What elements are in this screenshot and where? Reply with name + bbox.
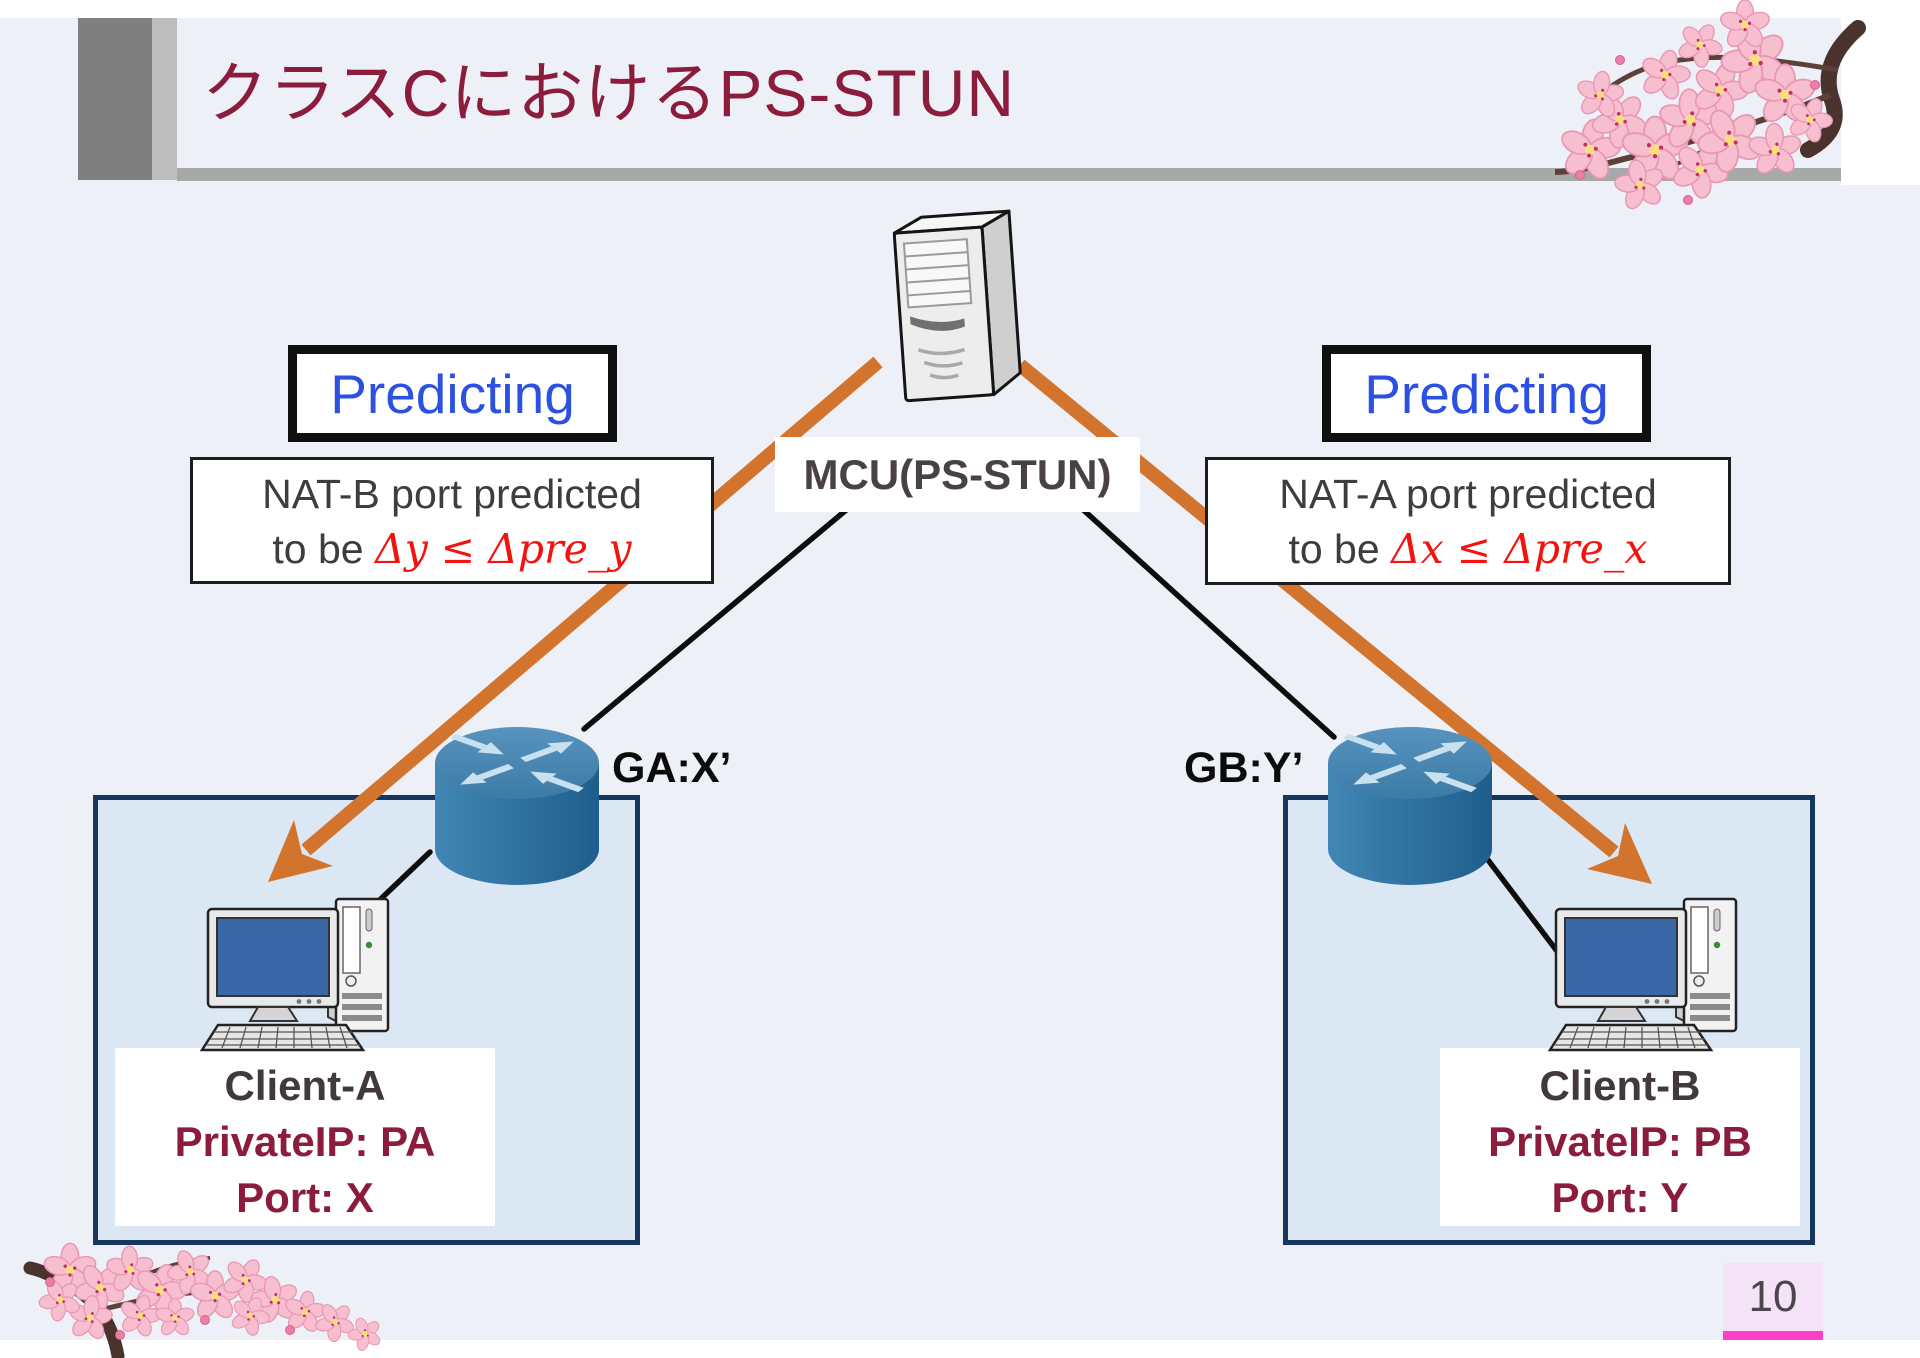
nat-a-prediction-note: NAT-A port predicted to be Δx ≤ Δpre_x xyxy=(1205,457,1731,585)
client-b-name: Client-B xyxy=(1539,1062,1701,1109)
header-right-margin xyxy=(1841,0,1920,185)
client-b-port: Port: Y xyxy=(1551,1174,1689,1221)
client-a-info-label: Client-A PrivateIP: PA Port: X xyxy=(115,1048,495,1226)
client-a-port: Port: X xyxy=(236,1174,374,1221)
title-accent-light-bar xyxy=(152,18,177,180)
mcu-server-label: MCU(PS-STUN) xyxy=(775,437,1140,512)
client-a-private-ip: PrivateIP: PA xyxy=(174,1118,436,1165)
predicting-box-left: Predicting xyxy=(288,345,617,442)
client-b-private-ip: PrivateIP: PB xyxy=(1488,1118,1752,1165)
title-accent-dark-bar xyxy=(78,18,152,180)
gateway-label-left: GA:X’ xyxy=(612,744,732,792)
predicting-box-right: Predicting xyxy=(1322,345,1651,442)
page-title: クラスCにおけるPS-STUN xyxy=(202,56,1016,130)
nat-b-note-line1: NAT-B port predicted xyxy=(262,471,642,517)
gateway-label-right: GB:Y’ xyxy=(1184,744,1304,792)
page-number-badge: 10 xyxy=(1723,1263,1823,1340)
nat-b-prediction-note: NAT-B port predicted to be Δy ≤ Δpre_y xyxy=(190,457,714,584)
title-underline xyxy=(177,168,1841,181)
nat-b-note-line2: to be Δy ≤ Δpre_y xyxy=(272,525,632,573)
nat-a-math-expression: Δx ≤ Δpre_x xyxy=(1391,525,1648,573)
nat-a-note-line1: NAT-A port predicted xyxy=(1279,471,1657,517)
client-b-info-label: Client-B PrivateIP: PB Port: Y xyxy=(1440,1048,1800,1226)
nat-b-math-expression: Δy ≤ Δpre_y xyxy=(375,525,632,573)
client-a-name: Client-A xyxy=(224,1062,386,1109)
nat-a-note-line2: to be Δx ≤ Δpre_x xyxy=(1288,525,1648,573)
